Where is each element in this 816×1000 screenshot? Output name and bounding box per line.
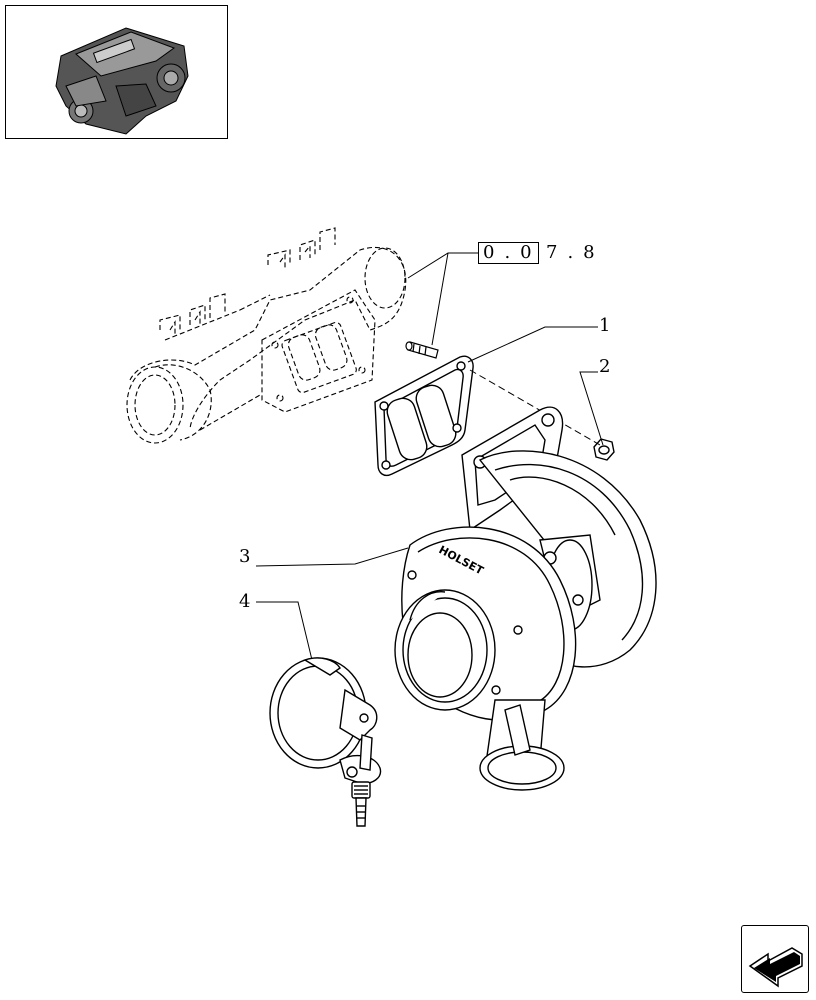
next-page-button[interactable] — [741, 925, 809, 993]
reference-code-boxed: 0.0 — [483, 242, 542, 263]
callout-3: 3 — [239, 546, 251, 567]
engine-thumbnail — [5, 5, 228, 139]
turbocharger — [394, 406, 657, 791]
gasket — [374, 355, 474, 477]
callout-1: 1 — [599, 315, 611, 336]
callout-4: 4 — [239, 591, 251, 612]
reference-leaders — [407, 252, 478, 346]
stud — [405, 341, 439, 359]
next-page-arrow-icon — [748, 947, 803, 988]
engine-thumbnail-icon — [55, 27, 189, 135]
v-band-clamp — [269, 657, 382, 827]
callout-leaders — [255, 326, 604, 661]
callout-2: 2 — [599, 356, 611, 377]
reference-code-box[interactable]: 0.0 — [478, 242, 539, 264]
nut — [593, 438, 615, 461]
exhaust-manifold-phantom — [126, 227, 407, 444]
reference-code-rest: 7.8 — [546, 242, 605, 263]
